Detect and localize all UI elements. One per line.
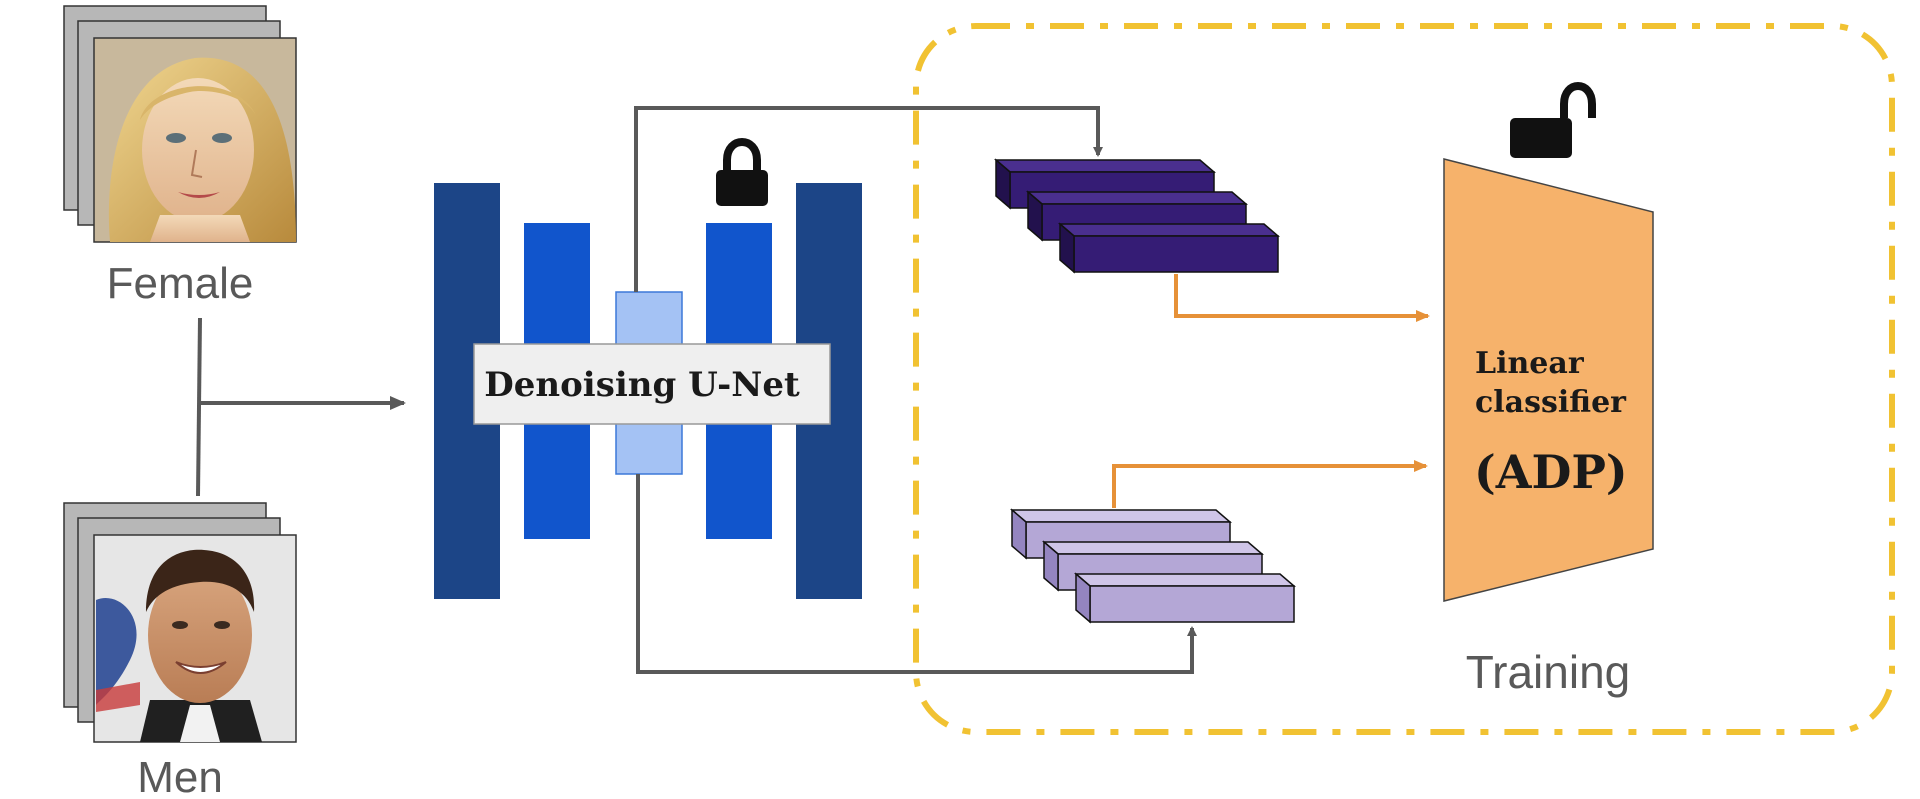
light-features-to-classifier-arrow <box>1112 460 1428 508</box>
skip-connection-top-arrow <box>634 106 1103 292</box>
dark-feature-stack <box>993 158 1281 274</box>
unet-label: Denoising U-Net <box>484 365 800 405</box>
training-label: Training <box>1466 646 1630 698</box>
dark-feature-slab <box>1057 222 1281 274</box>
linear-classifier-block <box>1443 158 1654 602</box>
female-image-stack <box>63 5 297 243</box>
classifier-label-line2: classifier <box>1475 385 1627 420</box>
training-region-border <box>913 23 1895 735</box>
lock-open-icon <box>1510 82 1596 158</box>
female-label: Female <box>107 259 254 308</box>
classifier-label-line3: (ADP) <box>1474 445 1628 499</box>
men-image-stack <box>63 502 297 743</box>
classifier-label-line1: Linear <box>1475 346 1585 381</box>
men-label: Men <box>137 753 223 799</box>
female-face-photo <box>93 37 297 243</box>
dark-features-to-classifier-arrow <box>1174 274 1430 322</box>
men-face-photo <box>93 534 297 743</box>
input-merge-connector <box>196 317 406 497</box>
lock-closed-icon <box>716 138 768 206</box>
light-feature-slab <box>1073 572 1297 624</box>
skip-connection-bottom-arrow <box>636 474 1197 674</box>
unet-label-box <box>473 343 831 425</box>
light-feature-stack <box>1009 508 1297 624</box>
